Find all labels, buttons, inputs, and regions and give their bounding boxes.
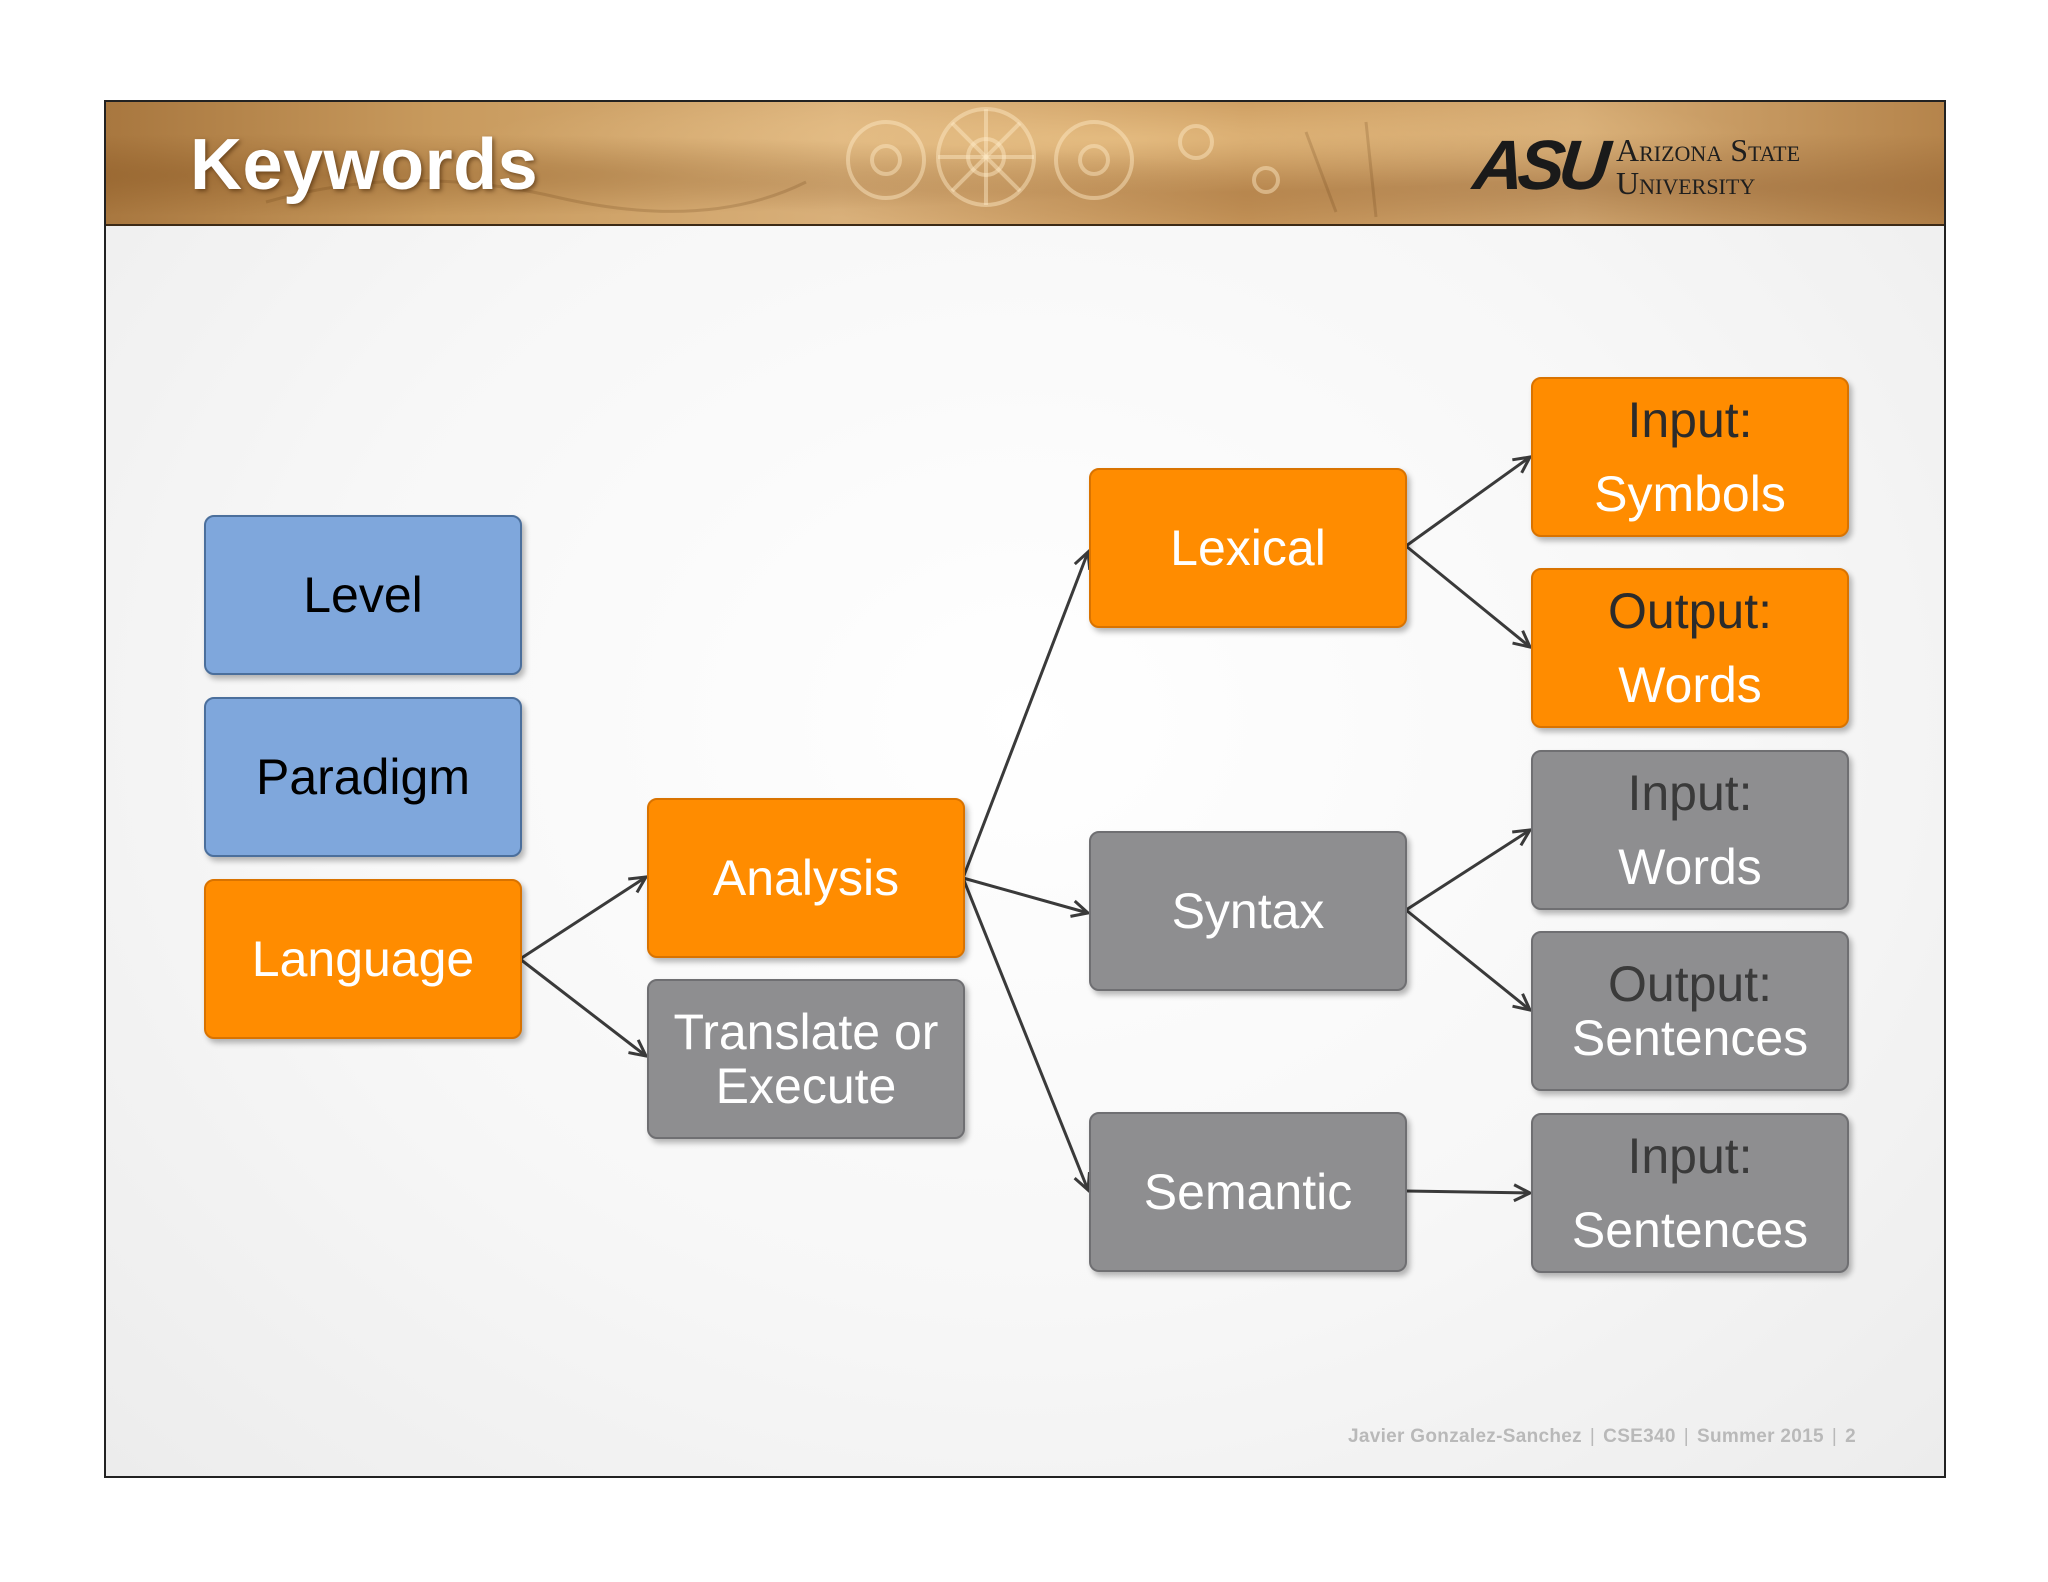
- box-level: Level: [204, 515, 522, 675]
- box-semantic: Semantic: [1089, 1112, 1407, 1272]
- arrow-language-translate: [519, 957, 646, 1056]
- slide-footer: Javier Gonzalez-Sanchez|CSE340|Summer 20…: [1347, 1426, 1856, 1447]
- box-lexical-input: Input: Symbols: [1531, 377, 1849, 537]
- footer-page-number: 2: [1845, 1426, 1856, 1447]
- footer-author: Javier Gonzalez-Sanchez: [1347, 1426, 1582, 1447]
- asu-logo-name: Arizona State University: [1616, 134, 1800, 200]
- box-lexical-output-label: Output:: [1608, 583, 1772, 639]
- box-language-label: Language: [251, 931, 475, 987]
- footer-course: CSE340: [1603, 1426, 1676, 1447]
- box-lexical-input-value: Symbols: [1594, 466, 1786, 522]
- gear-decoration-icon: [265, 107, 1378, 218]
- box-semantic-label: Semantic: [1143, 1164, 1353, 1220]
- arrow-analysis-lexical: [961, 552, 1088, 879]
- box-translate-line-1: Translate or: [673, 1004, 939, 1060]
- box-lexical-label: Lexical: [1170, 520, 1326, 576]
- header-banner: Keywords ASU Arizona State University: [106, 102, 1944, 226]
- arrow-lexical-output: [1405, 544, 1530, 647]
- box-level-label: Level: [303, 567, 423, 623]
- box-analysis-label: Analysis: [712, 850, 900, 906]
- box-lexical-output: Output: Words: [1531, 568, 1849, 728]
- box-lexical: Lexical: [1089, 468, 1407, 628]
- arrow-semantic-input: [1405, 1191, 1530, 1193]
- footer-term: Summer 2015: [1697, 1426, 1824, 1447]
- box-syntax: Syntax: [1089, 831, 1407, 991]
- box-syntax-input-label: Input:: [1627, 765, 1753, 821]
- arrow-language-analysis: [519, 877, 646, 961]
- arrow-analysis-semantic: [961, 877, 1088, 1190]
- box-syntax-label: Syntax: [1171, 883, 1325, 939]
- asu-logo-line-1: Arizona State: [1616, 132, 1801, 168]
- box-semantic-input: Input: Sentences: [1531, 1113, 1849, 1273]
- box-translate-line-2: Execute: [715, 1058, 897, 1114]
- box-paradigm-label: Paradigm: [256, 749, 470, 805]
- box-semantic-input-value: Sentences: [1571, 1202, 1809, 1258]
- slide: Keywords ASU Arizona State University: [104, 100, 1946, 1478]
- arrow-syntax-input: [1405, 830, 1530, 912]
- box-translate-execute: Translate or Execute: [647, 979, 965, 1139]
- box-language: Language: [204, 879, 522, 1039]
- box-syntax-output-label: Output:: [1608, 956, 1772, 1012]
- box-paradigm: Paradigm: [204, 697, 522, 857]
- arrow-lexical-input: [1405, 457, 1530, 548]
- box-semantic-input-label: Input:: [1627, 1128, 1753, 1184]
- box-syntax-input: Input: Words: [1531, 750, 1849, 910]
- asu-logo: ASU Arizona State University: [1470, 126, 1854, 204]
- connector-arrows: [519, 102, 1946, 1478]
- asu-logo-line-2: University: [1616, 165, 1756, 201]
- arrow-analysis-syntax: [962, 876, 1088, 913]
- box-lexical-output-value: Words: [1618, 657, 1762, 713]
- box-syntax-output-value: Sentences: [1571, 1010, 1809, 1066]
- box-lexical-input-label: Input:: [1627, 392, 1753, 448]
- box-syntax-output: Output: Sentences: [1531, 931, 1849, 1091]
- box-syntax-input-value: Words: [1618, 839, 1762, 895]
- page-title: Keywords: [190, 125, 539, 205]
- box-analysis: Analysis: [647, 798, 965, 958]
- arrow-syntax-output: [1405, 908, 1530, 1010]
